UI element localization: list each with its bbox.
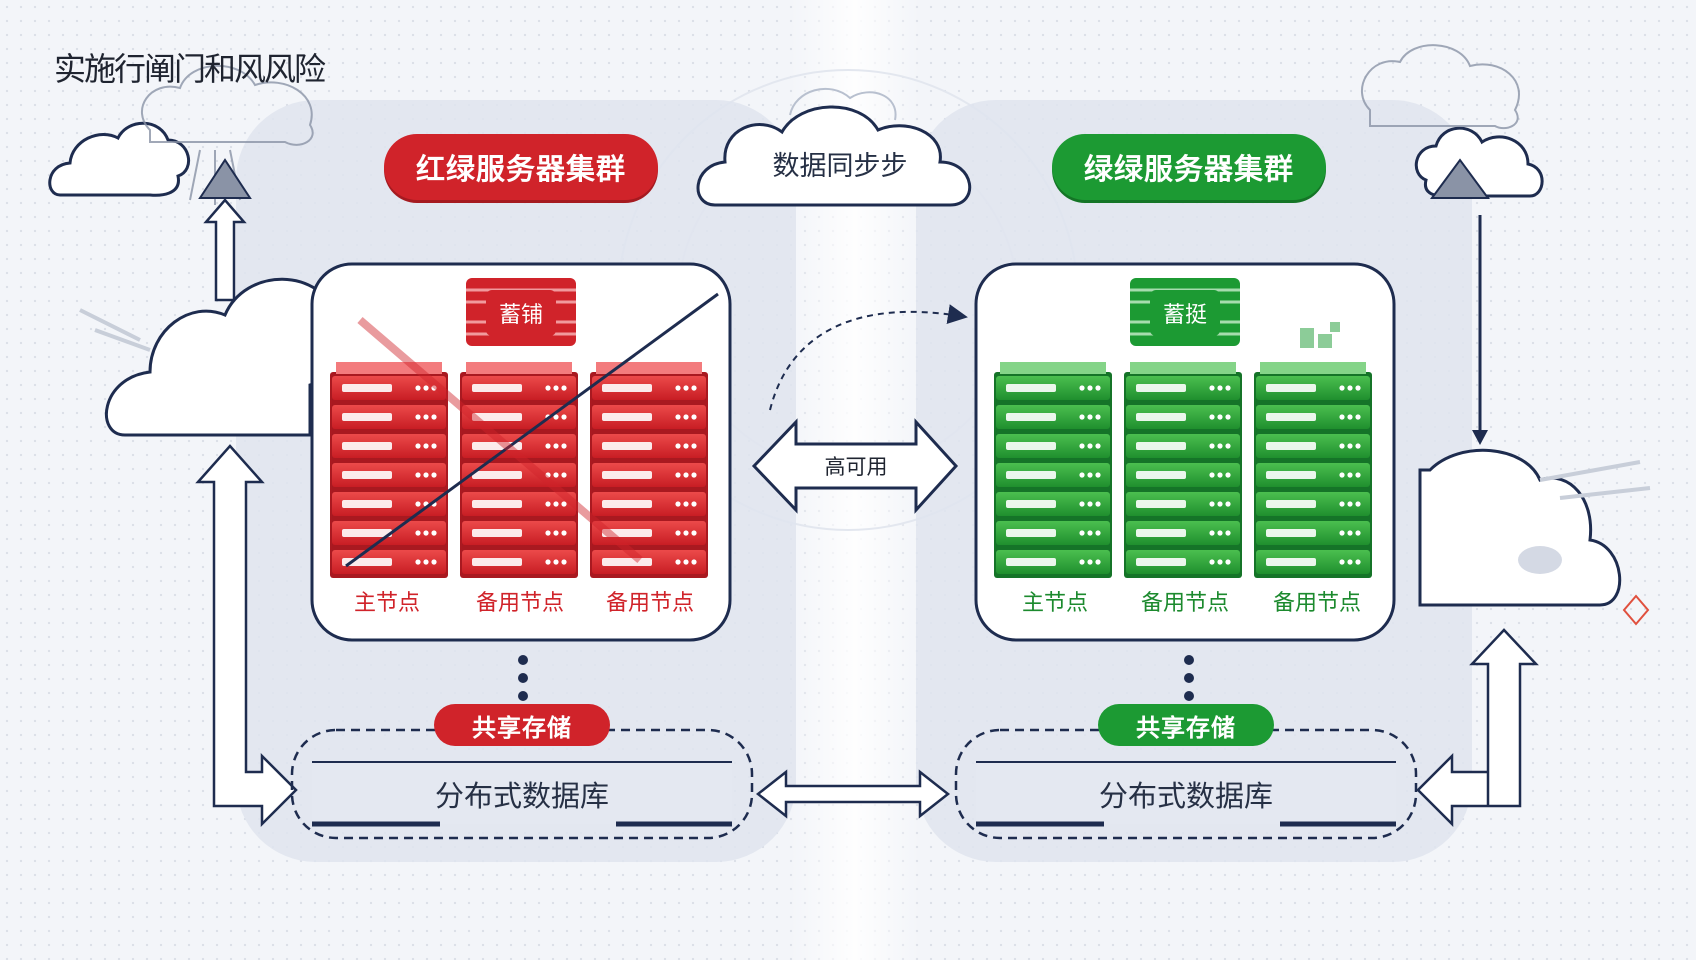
red-cluster-title: 红绿服务器集群 <box>384 134 658 200</box>
high-availability-label: 高可用 <box>824 455 888 479</box>
green-shared-storage-label: 共享存储 <box>1098 704 1274 746</box>
red-badge-label: 蓄铺 <box>498 303 543 328</box>
green-node-label-backup-1: 备用节点 <box>1140 591 1229 616</box>
top-left-mountain-icon <box>198 158 252 199</box>
database-sync-double-arrow-icon <box>755 769 951 819</box>
green-database-label: 分布式数据库 <box>1098 779 1273 813</box>
green-server-rack-icon <box>1124 362 1242 578</box>
top-right-cloud-sketch-icon <box>1360 44 1520 130</box>
right-db-link-arrow-icon <box>1416 628 1539 828</box>
data-sync-label: 数据同步步 <box>772 150 908 182</box>
red-cluster-badge-icon <box>466 278 576 346</box>
red-database-box <box>312 761 732 827</box>
left-speed-lines <box>79 308 151 352</box>
red-database-label: 分布式数据库 <box>434 779 609 813</box>
left-db-link-arrow-icon <box>195 444 298 828</box>
green-server-rack-icon <box>994 362 1112 578</box>
red-server-racks <box>330 362 708 578</box>
right-vertical-line <box>1472 215 1488 445</box>
green-server-racks <box>994 362 1372 578</box>
left-vertical-arrow-icon <box>203 198 247 302</box>
failure-strike-shadow <box>357 316 643 564</box>
green-badge-label: 蓄挺 <box>1162 303 1207 328</box>
red-server-rack-icon <box>590 362 708 578</box>
green-node-label-primary: 主节点 <box>1021 591 1088 616</box>
red-shared-storage-label: 共享存储 <box>434 704 610 746</box>
green-node-label-backup-2: 备用节点 <box>1272 591 1361 616</box>
top-right-mountain-icon <box>1430 158 1490 199</box>
green-card-decor-icon <box>1300 322 1340 348</box>
red-node-label-backup-2: 备用节点 <box>605 591 694 616</box>
sync-curved-arrow <box>769 304 968 411</box>
green-server-rack-icon <box>1254 362 1372 578</box>
top-left-cloud-icon <box>48 121 190 197</box>
page-title: 实施行阐门和风风险 <box>54 50 326 88</box>
green-database-box <box>976 761 1396 827</box>
green-cluster-badge-icon <box>1130 278 1240 346</box>
right-large-cloud-icon <box>1418 448 1622 607</box>
red-server-rack-icon <box>460 362 578 578</box>
green-cluster-title: 绿绿服务器集群 <box>1052 134 1326 200</box>
left-large-cloud-icon <box>104 277 345 437</box>
diamond-decor-icon <box>1622 594 1650 626</box>
red-server-rack-icon <box>330 362 448 578</box>
high-availability-double-arrow-icon[interactable] <box>751 418 959 514</box>
right-speed-lines <box>1539 460 1651 500</box>
red-node-label-primary: 主节点 <box>353 591 420 616</box>
red-node-label-backup-1: 备用节点 <box>475 591 564 616</box>
data-sync-cloud-icon <box>696 88 972 207</box>
failure-strike-line <box>345 292 719 568</box>
